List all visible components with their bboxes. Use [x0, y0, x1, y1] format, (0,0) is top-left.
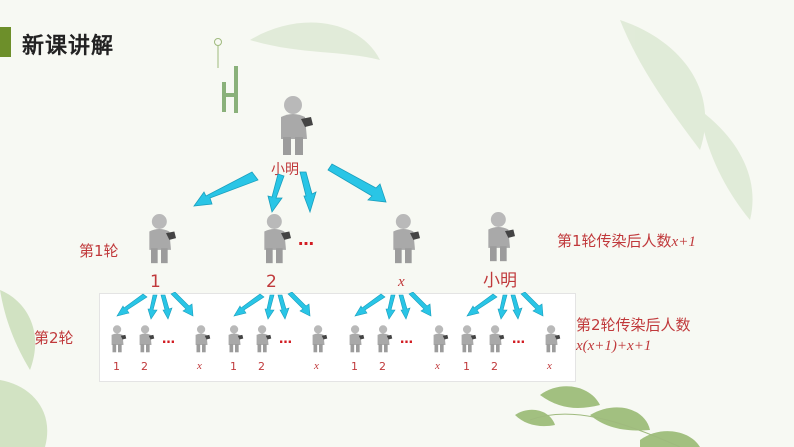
round2-person [349, 325, 365, 353]
round2-person-label: 2 [141, 360, 148, 373]
group-label-1: 1 [150, 272, 161, 292]
round2-person-label: x [314, 360, 319, 372]
round2-person [433, 325, 449, 353]
round2-person-label: 2 [379, 360, 386, 373]
round2-ellipsis: … [400, 332, 414, 347]
root-person-figure [281, 96, 313, 155]
title-accent-bar [0, 27, 11, 57]
group-label-x: x [398, 274, 405, 290]
round2-arrows-group-2 [233, 292, 311, 320]
group-label-xiaoming: 小明 [483, 271, 517, 291]
round2-person [545, 325, 561, 353]
round2-person [461, 325, 477, 353]
round2-person [111, 325, 127, 353]
round2-arrows-group-4 [466, 292, 544, 320]
round2-ellipsis: … [279, 332, 293, 347]
page-title: 新课讲解 [22, 34, 115, 59]
round1-label: 第1轮 [79, 242, 119, 260]
round1-person-2 [264, 214, 291, 264]
round1-person-1 [149, 214, 176, 264]
round2-person [195, 325, 211, 353]
round2-label: 第2轮 [34, 329, 74, 347]
round2-person [489, 325, 505, 353]
round2-person [312, 325, 328, 353]
round2-person-label: x [435, 360, 440, 372]
round2-result-line1: 第2轮传染后人数 [576, 316, 691, 334]
round2-person [256, 325, 272, 353]
round2-person-label: 2 [258, 360, 265, 373]
round2-ellipsis: … [512, 332, 526, 347]
round2-person-label: 2 [491, 360, 498, 373]
round2-ellipsis: … [162, 332, 176, 347]
round2-result-line2: x(x+1)+x+1 [576, 338, 652, 354]
round2-person [377, 325, 393, 353]
round2-person [228, 325, 244, 353]
group-label-2: 2 [266, 272, 277, 292]
round2-person-label: 1 [230, 360, 237, 373]
round2-arrows-group-1 [116, 292, 194, 320]
round1-ellipsis: … [298, 230, 315, 249]
round1-result-expr: x+1 [671, 234, 696, 250]
round2-person-label: x [197, 360, 202, 372]
round2-person [139, 325, 155, 353]
round1-result-prefix: 第1轮传染后人数 [557, 232, 672, 250]
round2-person-label: x [547, 360, 552, 372]
round2-arrows-group-3 [354, 292, 432, 320]
round1-arrows [193, 163, 387, 214]
round2-person-label: 1 [463, 360, 470, 373]
round2-person-label: 1 [113, 360, 120, 373]
round1-person-xiaoming [488, 212, 515, 262]
round1-result-label: 第1轮传染后人数x+1 [557, 230, 696, 251]
round1-person-x [393, 214, 420, 264]
round2-person-label: 1 [351, 360, 358, 373]
